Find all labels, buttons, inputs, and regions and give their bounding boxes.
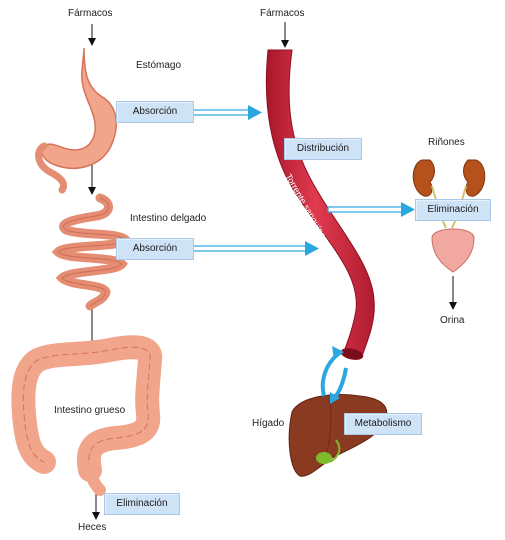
distribution-box: Distribución xyxy=(284,138,362,160)
absorption-arrow-2 xyxy=(192,241,319,256)
urine-label: Orina xyxy=(440,315,465,326)
feces-label: Heces xyxy=(78,522,107,533)
large-intestine-label: Intestino grueso xyxy=(54,405,126,416)
stomach-label: Estómago xyxy=(136,60,182,71)
liver-illustration xyxy=(288,394,388,477)
drug-input-label-top: Fármacos xyxy=(260,8,305,19)
absorption-box-stomach: Absorción xyxy=(116,101,194,123)
liver-label: Hígado xyxy=(252,418,285,429)
small-intestine-label: Intestino delgado xyxy=(130,213,207,224)
stomach-illustration xyxy=(35,47,117,194)
bloodstream-vessel xyxy=(265,49,375,360)
metabolism-box: Metabolismo xyxy=(344,413,422,435)
elimination-renal-arrow xyxy=(327,202,415,217)
elimination-fecal-box: Eliminación xyxy=(104,493,180,515)
drug-input-label-left: Fármacos xyxy=(68,8,113,19)
absorption-arrow-1 xyxy=(192,105,262,120)
elimination-renal-box: Eliminación xyxy=(415,199,491,221)
metabolism-cycle-arrows xyxy=(320,352,348,398)
large-intestine-illustration xyxy=(11,335,163,496)
absorption-box-intestine: Absorción xyxy=(116,238,194,260)
kidneys-label: Riñones xyxy=(428,137,465,148)
kidneys-illustration xyxy=(412,159,486,273)
